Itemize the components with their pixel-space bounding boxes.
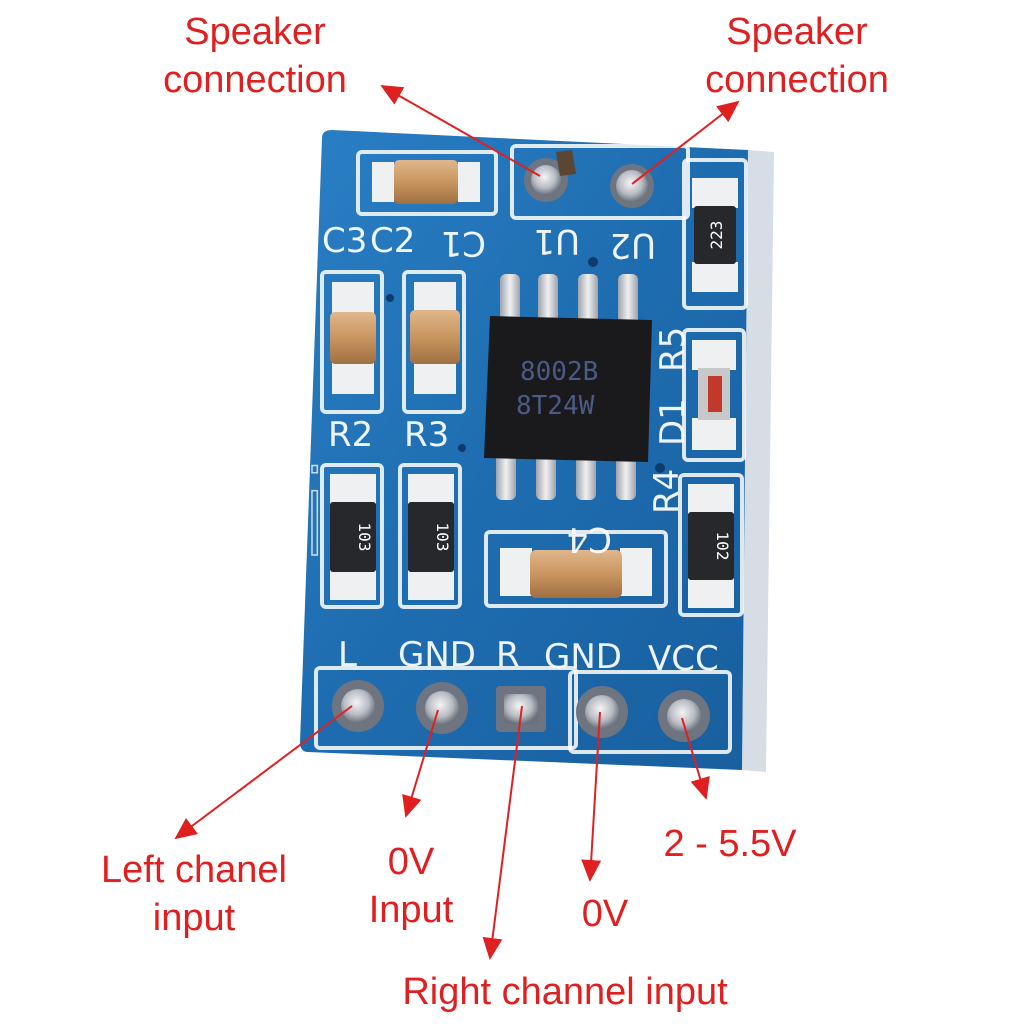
label-gnd-input: 0V Input: [346, 838, 476, 934]
silk-pin-r: R: [496, 635, 520, 675]
arrow-speaker-left: [380, 85, 541, 177]
label-vcc: 2 - 5.5V: [663, 823, 797, 865]
r4-code: 102: [713, 532, 732, 561]
silk-u1: U1: [533, 221, 580, 261]
arrow-vcc: [681, 717, 710, 800]
label-speaker-left-line1: Speaker: [184, 11, 326, 53]
label-speaker-right-line1: Speaker: [726, 11, 868, 53]
chip-line1: 8002B: [520, 357, 598, 387]
r1-code: 223: [707, 221, 726, 250]
arrow-speaker-right: [631, 100, 740, 185]
label-gnd-input-line2: Input: [368, 889, 454, 931]
arrow-right-input: [482, 705, 523, 960]
label-speaker-right-line2: connection: [705, 59, 889, 101]
chip-line2: 8T24W: [516, 391, 595, 421]
silk-c2: C2: [370, 221, 415, 261]
silk-c1: C1: [441, 223, 486, 263]
silk-pin-gnd2: GND: [544, 637, 622, 677]
silk-c4: C4: [567, 519, 612, 559]
amplifier-chip: [484, 316, 652, 462]
label-left-input-line1: Left chanel: [101, 849, 287, 891]
silk-d1: D1: [653, 398, 693, 446]
label-left-input-line2: input: [152, 897, 236, 939]
label-right-input: Right channel input: [402, 971, 728, 1013]
silk-r5: R5: [653, 327, 693, 372]
label-gnd-input-line1: 0V: [387, 841, 435, 883]
silk-r3: R3: [404, 415, 449, 455]
silk-pin-l: L: [338, 635, 357, 675]
r3-code: 103: [433, 523, 452, 552]
arrow-left-input: [174, 705, 353, 840]
silk-r4: R4: [647, 469, 687, 514]
label-speaker-left: Speaker connection: [150, 8, 360, 104]
label-left-input: Left chanel input: [84, 846, 304, 942]
arrow-gnd: [581, 711, 602, 882]
label-gnd: 0V: [581, 893, 629, 935]
silk-u2: U2: [609, 225, 656, 265]
silk-pin-gnd1: GND: [398, 635, 476, 675]
label-speaker-left-line2: connection: [163, 59, 347, 101]
arrow-gnd-input: [402, 709, 439, 818]
silk-c3: C3: [322, 221, 367, 261]
silk-pin-vcc: VCC: [648, 639, 719, 679]
watermark: Mi: [194, 444, 334, 584]
label-speaker-right: Speaker connection: [692, 8, 902, 104]
r2-code: 103: [355, 523, 374, 552]
silk-r2: R2: [328, 415, 373, 455]
